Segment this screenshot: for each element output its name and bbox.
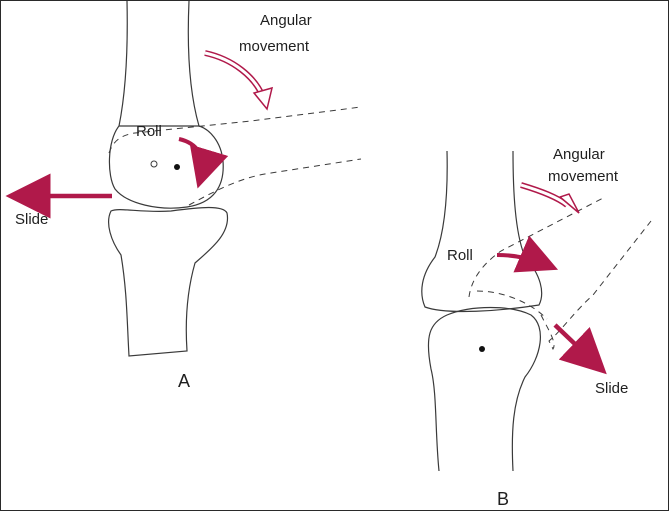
panel-a-roll-label: Roll [136,123,162,140]
panel-b-angular-label-line2: movement [548,168,619,185]
panel-a-axis-open-dot [151,161,157,167]
panel-a-slide-label: Slide [15,211,48,228]
panel-b-angular-arrow-icon [521,185,579,213]
panel-b-roll-label: Roll [447,247,473,264]
panel-b-letter: B [497,489,509,509]
panel-a-upper-bone-shaft-right [188,1,199,126]
panel-b-upper-bone [422,151,542,311]
panel-b-slide-label: Slide [595,380,628,397]
panel-b-angular-label-line1: Angular [553,146,605,163]
panel-b: Angular movement Roll Slide B [422,146,651,509]
panel-b-axis-solid-dot [479,346,485,352]
panel-b-lower-bone [428,308,540,472]
panel-a-axis-solid-dot [174,164,180,170]
panel-a-angular-arrow-icon [205,53,272,109]
panel-a: Angular movement Roll Slide A [15,1,361,391]
panel-a-angular-label-line1: Angular [260,12,312,29]
panel-a-angular-label-line2: movement [239,38,310,55]
panel-a-upper-bone-shaft-left [119,1,127,126]
panel-a-upper-bone-condyle [109,126,223,208]
panel-a-letter: A [178,371,190,391]
panel-a-lower-bone [109,208,228,357]
panel-b-slide-arrow-icon [555,325,597,365]
